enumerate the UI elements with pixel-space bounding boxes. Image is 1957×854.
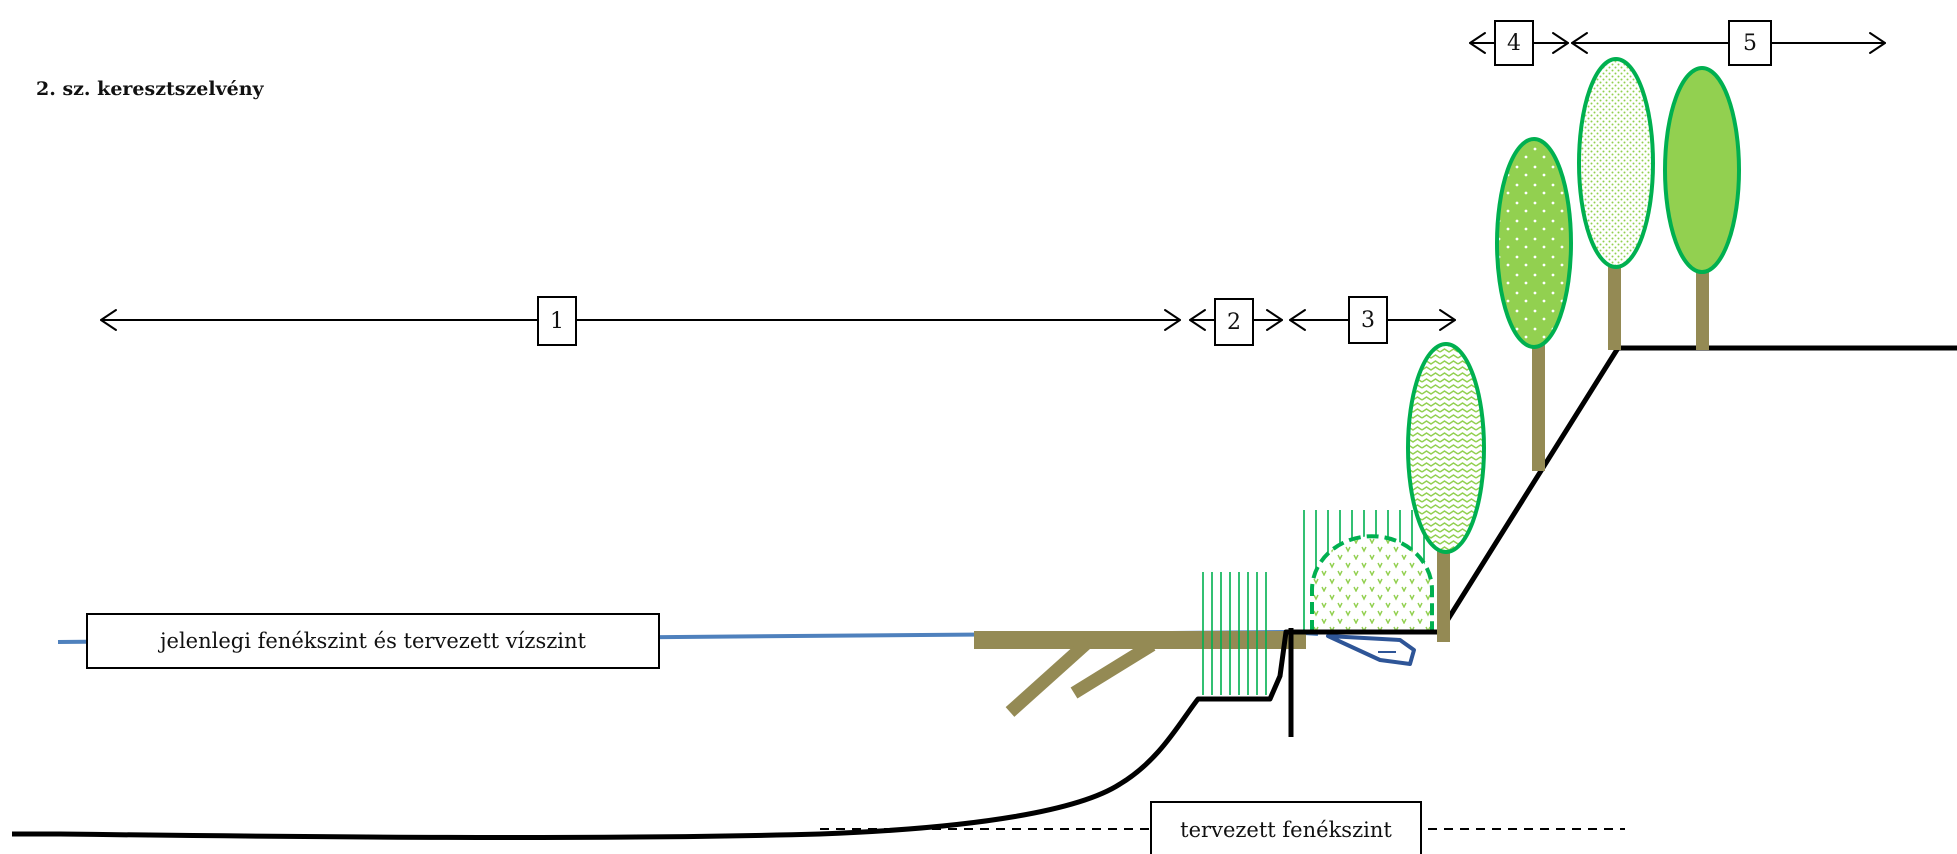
zone-label-2: 2 bbox=[1214, 298, 1254, 346]
zone-label-5: 5 bbox=[1728, 20, 1772, 66]
tree-icon bbox=[1577, 57, 1655, 350]
shrub-icon bbox=[1310, 534, 1434, 634]
zone-label-4: 4 bbox=[1494, 20, 1534, 66]
tree-icon bbox=[1663, 66, 1741, 350]
log-structure bbox=[974, 631, 1306, 717]
section-title: 2. sz. keresztszelvény bbox=[36, 78, 264, 100]
terrain-profile bbox=[12, 345, 1957, 840]
boat-icon bbox=[1326, 634, 1416, 666]
zone-label-1: 1 bbox=[537, 296, 577, 346]
current-level-label: jelenlegi fenékszint és tervezett vízszi… bbox=[86, 613, 660, 669]
zone-1-arrow-icon bbox=[100, 309, 1181, 331]
tree-icon bbox=[1406, 342, 1486, 642]
planned-bed-label: tervezett fenékszint bbox=[1150, 801, 1422, 854]
reed-icon bbox=[1202, 572, 1267, 695]
zone-label-3: 3 bbox=[1348, 296, 1388, 344]
tree-icon bbox=[1495, 137, 1573, 471]
